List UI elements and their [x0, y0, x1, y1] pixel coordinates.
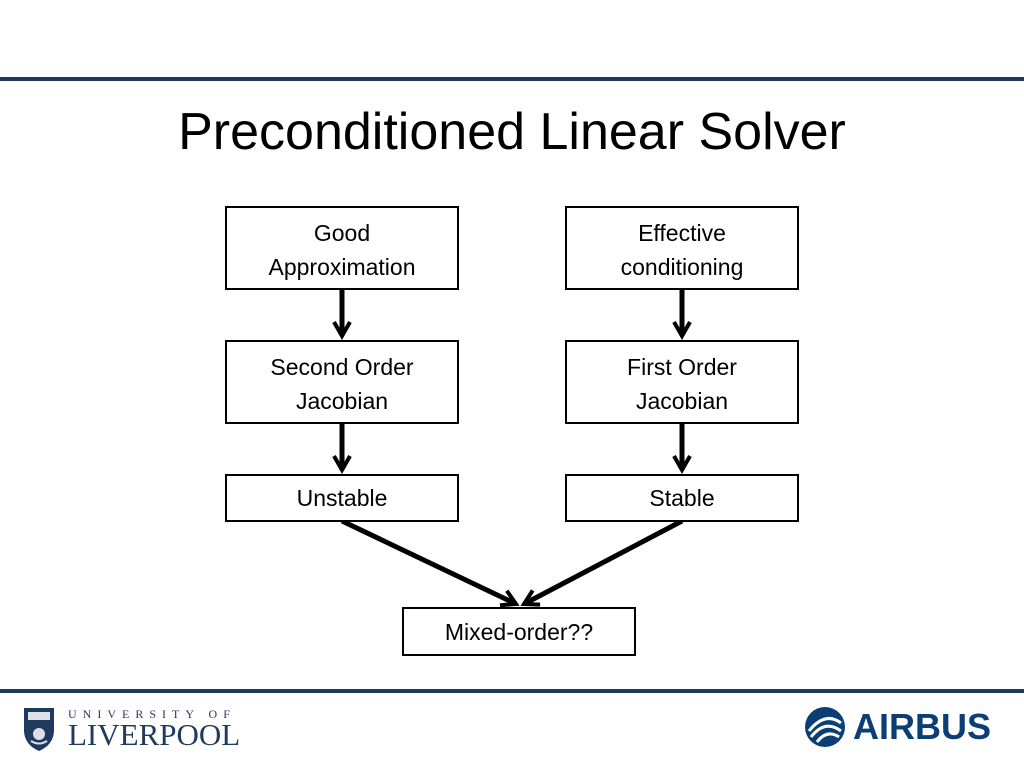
logo-liverpool-text: LIVERPOOL — [68, 717, 241, 752]
node-line: Jacobian — [295, 388, 389, 414]
arrow-unstable-to-mixed-order — [340, 518, 520, 608]
arrow-stable-to-mixed-order — [520, 518, 684, 607]
node-line: Unstable — [296, 485, 388, 511]
node-unstable: Unstable — [225, 474, 459, 522]
node-second-order-jacobian: Second Order Jacobian — [225, 340, 459, 424]
top-rule — [0, 77, 1024, 81]
node-line: First Order — [627, 354, 737, 380]
university-of-liverpool-logo: UNIVERSITY OF LIVERPOOL — [22, 704, 240, 754]
node-effective-conditioning: Effective conditioning — [565, 206, 799, 290]
node-line: Approximation — [268, 254, 416, 280]
node-line: Good — [313, 220, 371, 246]
node-line: Stable — [649, 485, 715, 511]
airbus-logo: AIRBUS — [803, 704, 998, 750]
node-mixed-order: Mixed-order?? — [402, 607, 636, 656]
node-line: Mixed-order?? — [444, 618, 594, 645]
airbus-swirl-icon — [805, 707, 845, 747]
logo-university-of-text: UNIVERSITY OF — [68, 707, 236, 721]
node-line: Jacobian — [635, 388, 729, 414]
node-line: Second Order — [270, 354, 414, 380]
node-stable: Stable — [565, 474, 799, 522]
node-first-order-jacobian: First Order Jacobian — [565, 340, 799, 424]
node-good-approximation: Good Approximation — [225, 206, 459, 290]
logo-airbus-text: AIRBUS — [853, 706, 992, 747]
bottom-rule — [0, 689, 1024, 693]
university-crest-icon — [24, 708, 54, 751]
slide-title: Preconditioned Linear Solver — [178, 103, 846, 161]
node-line: Effective — [638, 220, 726, 246]
node-line: conditioning — [620, 254, 744, 280]
